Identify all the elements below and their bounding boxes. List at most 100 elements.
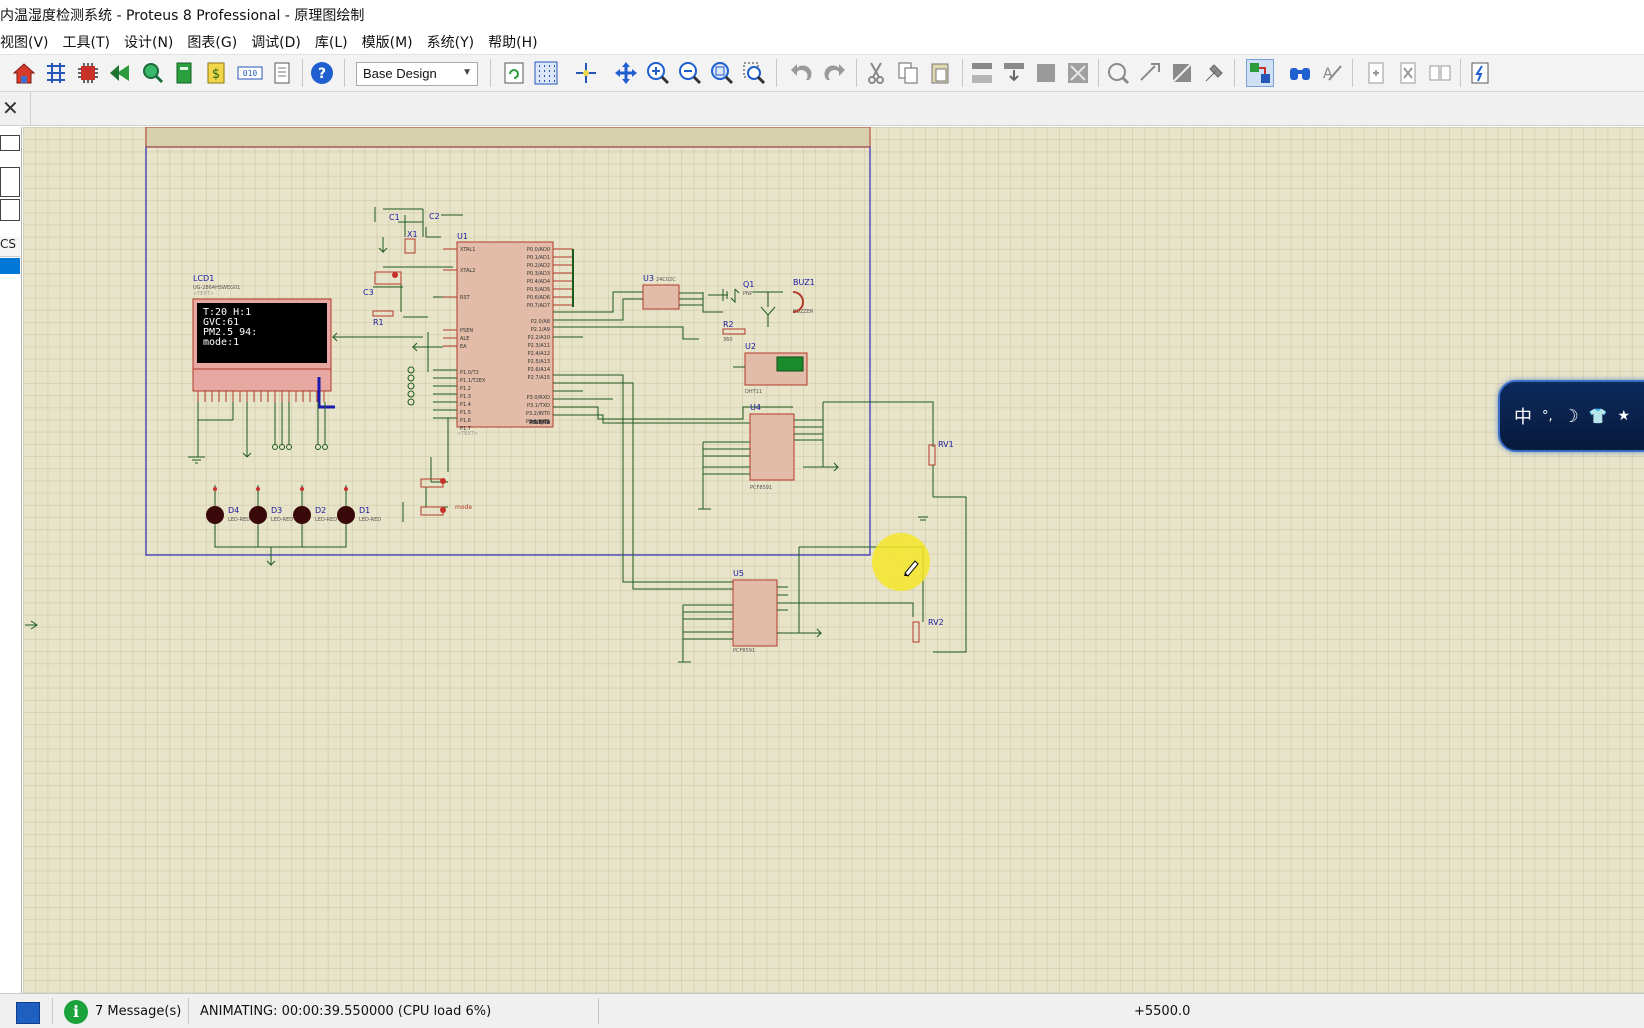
cut-icon[interactable] — [862, 59, 890, 87]
pan-icon[interactable] — [612, 59, 640, 87]
selected-device-row[interactable] — [0, 258, 20, 274]
ime-punctuation[interactable]: °, — [1542, 408, 1553, 424]
block-copy-icon[interactable] — [968, 59, 996, 87]
layer-selector[interactable]: Base Design ▼ — [356, 62, 478, 86]
grid-icon[interactable] — [532, 59, 560, 87]
sensor-u2[interactable]: U2 DHT11 — [733, 342, 808, 395]
zoom-out-icon[interactable] — [676, 59, 704, 87]
menu-system[interactable]: 系统(Y) — [426, 35, 475, 51]
lcd-line-1: T:20 H:1 — [203, 307, 251, 318]
new-sheet-icon[interactable] — [1362, 59, 1390, 87]
menu-library[interactable]: 库(L) — [314, 35, 348, 51]
redo-icon[interactable] — [820, 59, 848, 87]
mcu-pin-left: P1.2 — [460, 386, 471, 392]
mode-label: mode — [455, 504, 472, 511]
mcu-pin-right: P3.5/T1 — [531, 420, 550, 426]
mcu-pin-right: P0.4/AD4 — [527, 279, 550, 285]
undo-icon[interactable] — [788, 59, 816, 87]
ime-chinese-mode[interactable]: 中 — [1514, 407, 1532, 428]
potentiometer-rv1[interactable]: RV1 — [918, 440, 967, 653]
copy-icon[interactable] — [894, 59, 922, 87]
menu-debug[interactable]: 调试(D) — [251, 35, 301, 51]
eeprom-u3[interactable]: U3 24C02C — [642, 274, 728, 313]
home-icon[interactable] — [10, 59, 38, 87]
zoom-in-icon[interactable] — [644, 59, 672, 87]
overview-window[interactable] — [0, 167, 20, 197]
mcu-pin-right: P2.6/A14 — [528, 367, 550, 373]
adc-u5[interactable]: U5 PCF8591 — [678, 546, 924, 663]
d2-label: D2 — [315, 506, 326, 515]
schematic-canvas[interactable]: LCD1 UG-2864HSWEG01 <TEXT> T:20 H:1 GVC:… — [23, 127, 1644, 993]
bill-of-materials-icon[interactable]: $ — [202, 59, 230, 87]
netlist-icon[interactable] — [42, 59, 70, 87]
stop-square-icon[interactable] — [16, 1002, 40, 1024]
mcu-pin-right: P3.2/INT0 — [526, 411, 550, 417]
remove-sheet-icon[interactable] — [1394, 59, 1422, 87]
sheet-view-icon[interactable] — [1426, 59, 1454, 87]
star-icon[interactable]: ★ — [1617, 408, 1631, 424]
origin-icon[interactable] — [572, 59, 600, 87]
skin-icon[interactable]: 👕 — [1588, 407, 1608, 425]
menu-template[interactable]: 模版(M) — [361, 35, 413, 51]
menu-help[interactable]: 帮助(H) — [488, 35, 538, 51]
menu-tools[interactable]: 工具(T) — [62, 35, 110, 51]
lcd-part: UG-2864HSWEG01 — [193, 285, 240, 291]
buzzer-driver[interactable]: Q1 PNP BUZ1 BUZZER R2 360 — [722, 278, 815, 343]
wire-autorouter-icon[interactable] — [1246, 59, 1274, 87]
u3-label: U3 — [643, 274, 654, 283]
d4-label: D4 — [228, 506, 239, 515]
c2-label: C2 — [429, 212, 440, 221]
block-move-icon[interactable] — [1000, 59, 1028, 87]
book-icon[interactable] — [170, 59, 198, 87]
moon-icon[interactable]: ☽ — [1562, 405, 1579, 427]
rv2-label: RV2 — [928, 618, 944, 627]
mcu-u1[interactable]: U1 XTAL1XTAL2RSTPSENALEEAP1.0/T2P1.1/T2E… — [402, 232, 793, 590]
search-icon[interactable] — [1286, 59, 1314, 87]
zoom-all-icon[interactable] — [708, 59, 736, 87]
document-icon[interactable] — [268, 59, 296, 87]
make-device-icon[interactable] — [1136, 59, 1164, 87]
menu-view[interactable]: 视图(V) — [0, 35, 49, 51]
panel-mode-button[interactable] — [0, 135, 20, 151]
device-preview[interactable] — [0, 199, 20, 221]
property-assign-icon[interactable]: A — [1318, 59, 1346, 87]
message-count[interactable]: 7 Message(s) — [95, 1004, 182, 1019]
block-delete-icon[interactable] — [1064, 59, 1092, 87]
potentiometer-rv2[interactable]: RV2 — [912, 618, 944, 643]
x1-label: X1 — [407, 230, 418, 239]
binary-icon[interactable]: 010 — [236, 59, 264, 87]
rv1-label: RV1 — [938, 440, 954, 449]
packaging-icon[interactable] — [1200, 59, 1228, 87]
ime-toolbar[interactable]: 中 °, ☽ 👕 ★ — [1498, 380, 1644, 452]
rewind-icon[interactable] — [106, 59, 134, 87]
close-icon[interactable]: ✕ — [2, 96, 19, 120]
u2-label: U2 — [745, 342, 756, 351]
refresh-icon[interactable] — [500, 59, 528, 87]
r2-label: R2 — [723, 320, 734, 329]
electrical-rule-check-icon[interactable] — [1466, 59, 1494, 87]
mcu-pin-right: P3.0/RXD — [527, 395, 551, 401]
menu-graph[interactable]: 图表(G) — [187, 35, 238, 51]
paste-icon[interactable] — [926, 59, 954, 87]
layer-selector-value: Base Design — [363, 66, 437, 81]
chip-icon[interactable] — [74, 59, 102, 87]
oscillator-section[interactable]: C1 C2 X1 C3 R1 — [331, 207, 463, 372]
zoom-area-icon[interactable] — [740, 59, 768, 87]
mcu-pin-left: P1.6 — [460, 418, 471, 424]
mcu-pin-left: EA — [460, 344, 467, 350]
lcd-module[interactable]: LCD1 UG-2864HSWEG01 <TEXT> T:20 H:1 GVC:… — [188, 274, 335, 464]
adc-u4[interactable]: U4 PCF8591 — [698, 401, 934, 510]
info-icon[interactable]: i — [64, 1000, 88, 1024]
document-tabstrip: ✕ — [0, 92, 1644, 126]
main-toolbar: $ 010 ? Base Design ▼ — [0, 54, 1644, 92]
decompose-icon[interactable] — [1168, 59, 1196, 87]
block-rotate-icon[interactable] — [1032, 59, 1060, 87]
mcu-pin-right: P0.7/AD7 — [527, 303, 550, 309]
help-icon[interactable]: ? — [308, 59, 336, 87]
menu-design[interactable]: 设计(N) — [124, 35, 174, 51]
d1-label: D1 — [359, 506, 370, 515]
pick-device-icon[interactable] — [1104, 59, 1132, 87]
led-array[interactable]: D4 D3 D2 D1 LED-RED LED-RED LED-RED LED-… — [206, 485, 381, 567]
lens-icon[interactable] — [138, 59, 166, 87]
